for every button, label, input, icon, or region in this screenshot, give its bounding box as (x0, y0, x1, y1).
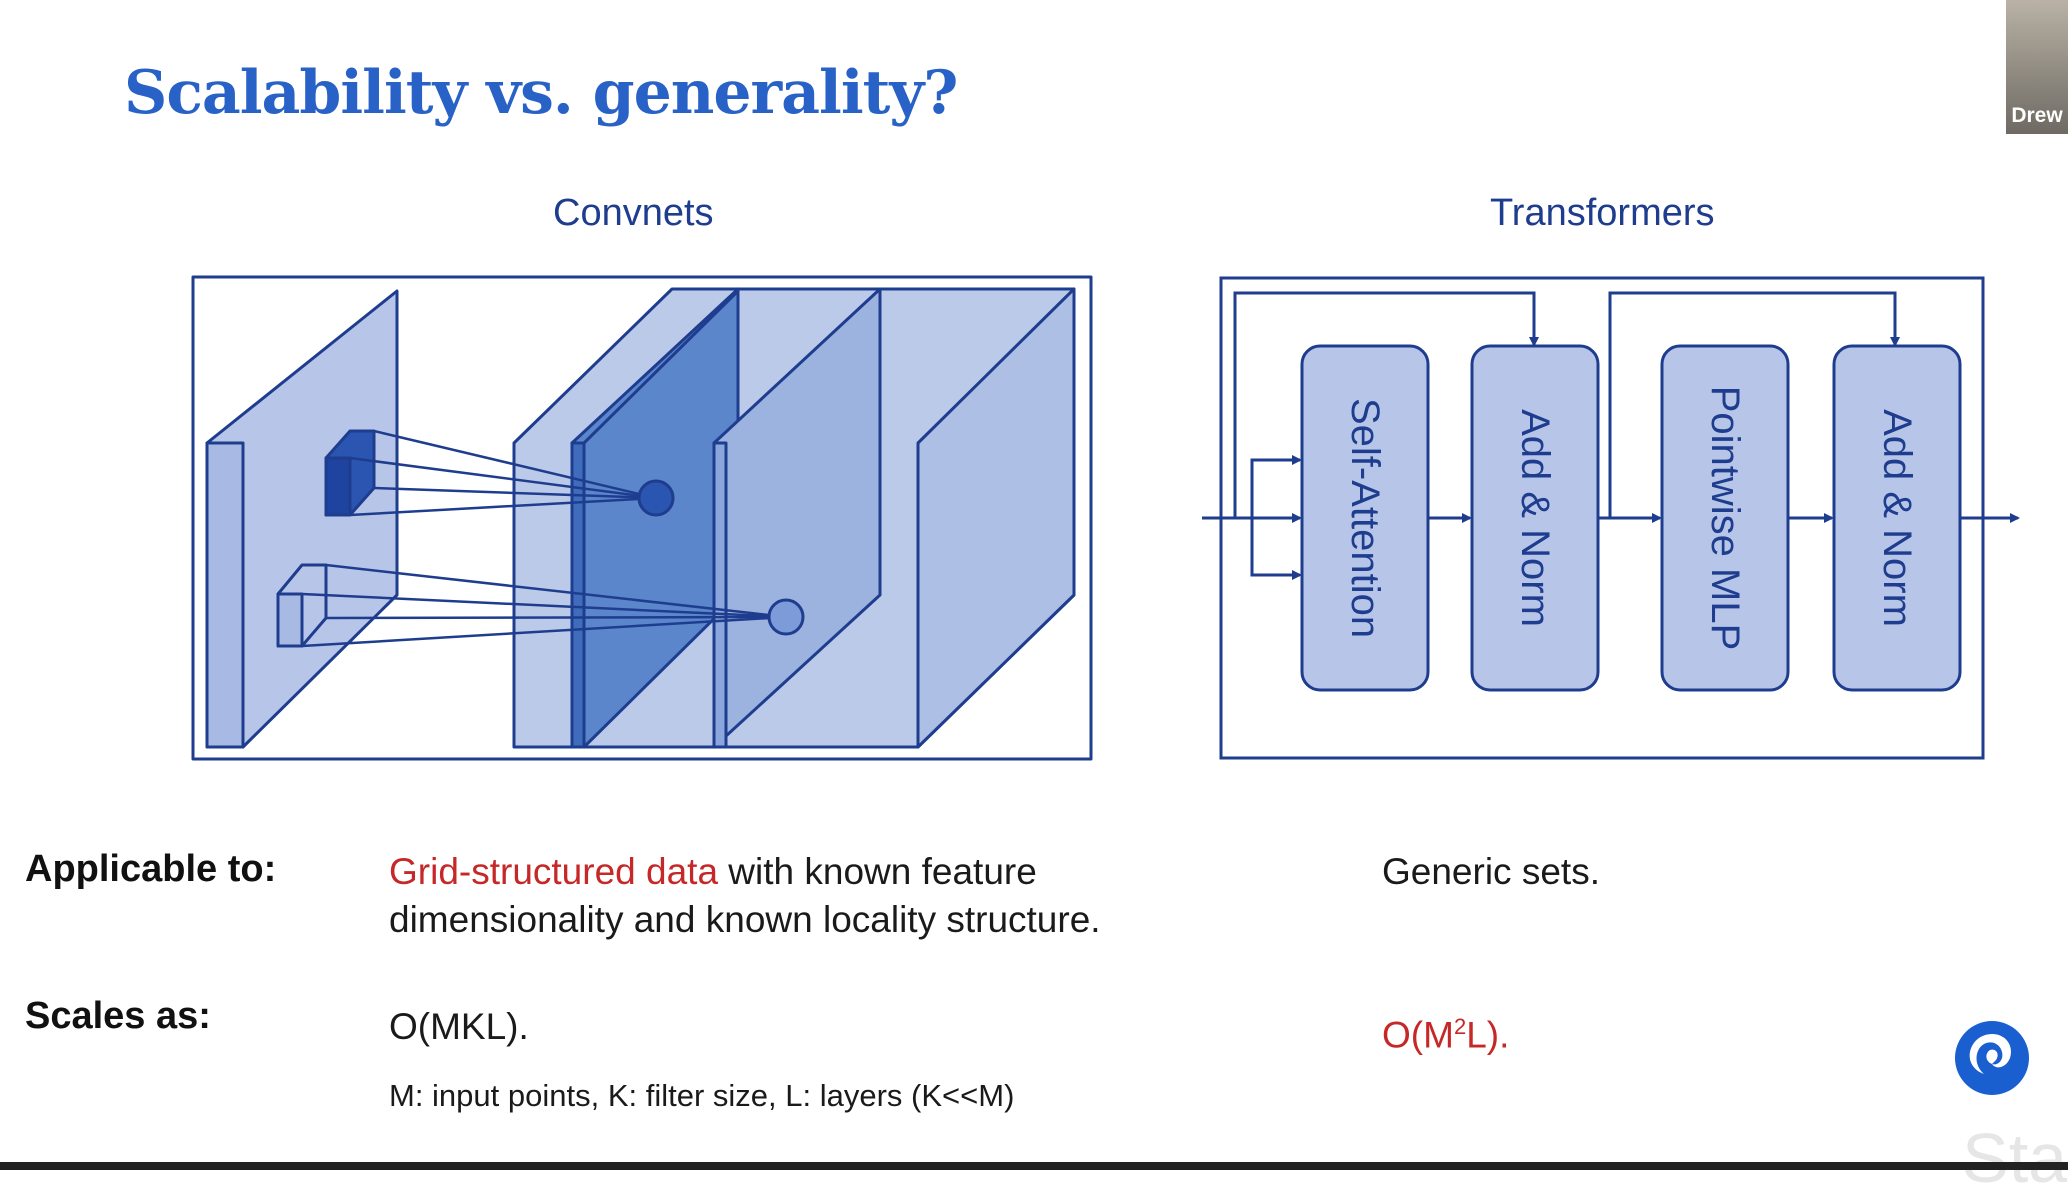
residual-arrow-2 (1608, 291, 1900, 518)
footnote: M: input points, K: filter size, L: laye… (389, 1078, 1015, 1113)
block-label: Add & Norm (1875, 409, 1919, 627)
block-self-attention (1300, 344, 1430, 692)
block-add-norm-1 (1470, 344, 1600, 692)
convnet-applicable-rest: with known feature (718, 851, 1037, 892)
scales-label: Scales as: (25, 995, 211, 1037)
block-label: Self-Attention (1343, 398, 1387, 638)
residual-arrow-1 (1233, 291, 1539, 518)
block-label: Pointwise MLP (1703, 386, 1747, 651)
convnet-applicable-highlight: Grid-structured data (389, 851, 719, 892)
block-pointwise-mlp (1660, 344, 1790, 692)
slide-title: Scalability vs. generality? (124, 58, 958, 128)
convnets-heading: Convnets (553, 192, 714, 234)
presenter-name: Drew (2011, 104, 2063, 127)
applicable-label: Applicable to: (25, 848, 277, 890)
output-neuron-dark (637, 479, 675, 517)
input-map-edge (205, 441, 245, 749)
block-label: Add & Norm (1513, 409, 1557, 627)
convnet-applicable: Grid-structured data with known feature … (389, 848, 1101, 944)
convnet-diagram (191, 275, 1093, 761)
output-volume-side (916, 287, 1076, 749)
transformer-applicable: Generic sets. (1382, 851, 1600, 892)
presenter-video-tile[interactable]: Drew (2006, 0, 2068, 134)
convnet-frame (191, 275, 1093, 761)
block-add-norm-2 (1832, 344, 1962, 692)
watermark-text: Sta (1962, 1119, 2068, 1197)
output-neuron-light (767, 598, 805, 636)
convnet-scaling: O(MKL). (389, 1006, 529, 1047)
bottom-bar (0, 1162, 2068, 1170)
transformers-heading: Transformers (1490, 192, 1715, 234)
deepmind-logo-icon (1955, 1021, 2029, 1095)
transformer-diagram: Self-Attention Add & Norm Pointwise MLP … (1202, 276, 2020, 760)
convnet-applicable-line2: dimensionality and known locality struct… (389, 899, 1101, 940)
transformer-scaling: O(M2L). (1382, 1014, 1510, 1056)
